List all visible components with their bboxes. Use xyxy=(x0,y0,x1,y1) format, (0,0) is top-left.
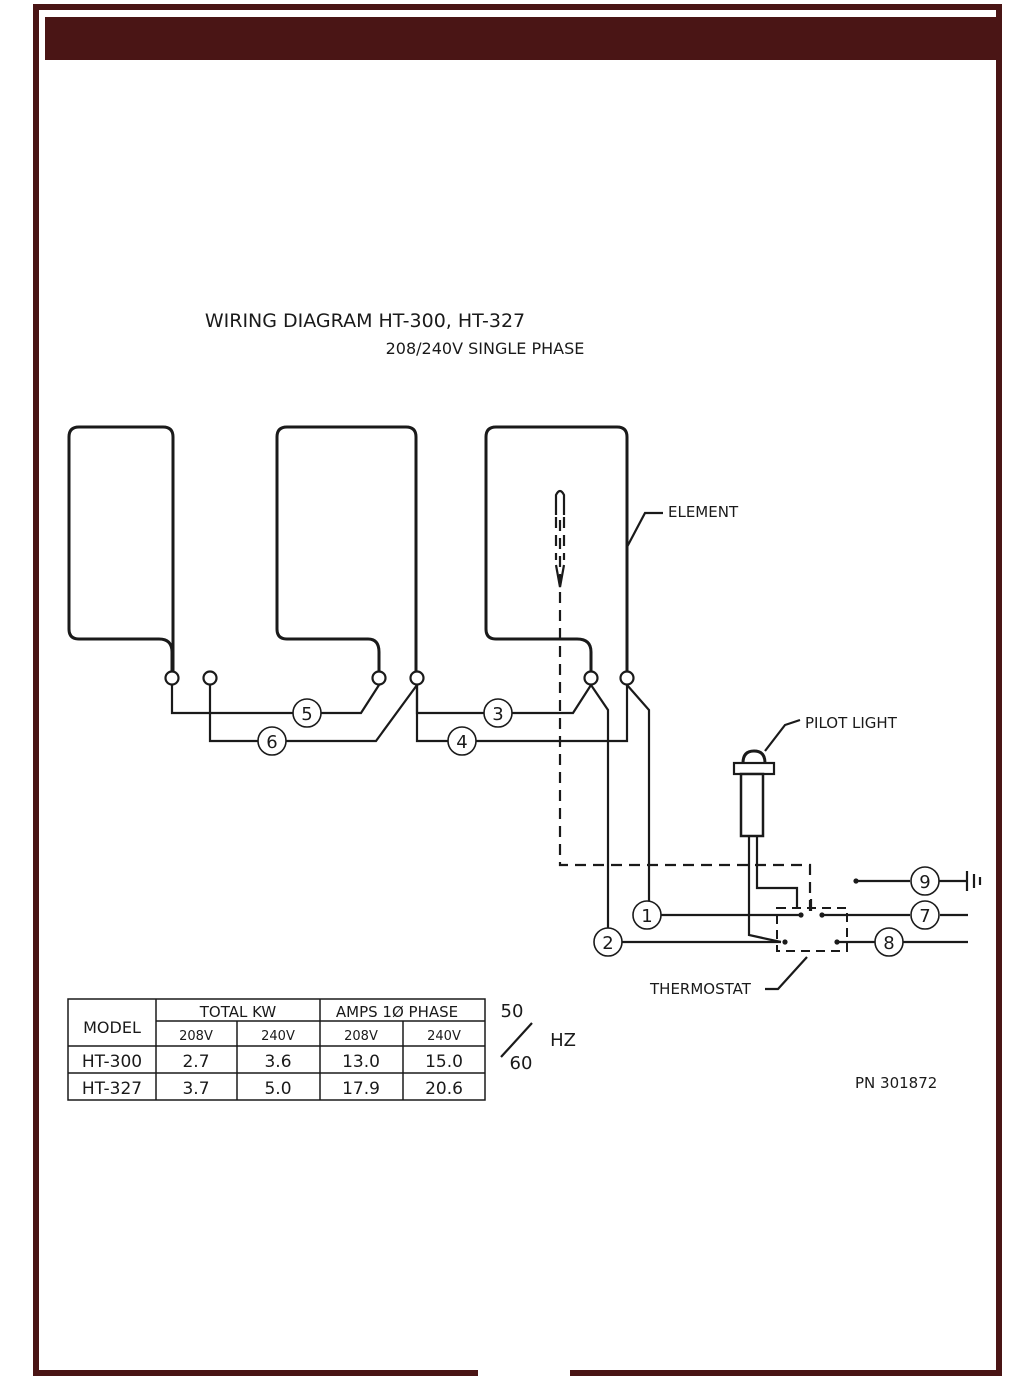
wire-number-7: 7 xyxy=(910,900,940,930)
label-thermostat: THERMOSTAT xyxy=(649,980,752,998)
element-3-terminal-b xyxy=(619,670,635,686)
wire-number-6: 6 xyxy=(257,726,287,756)
svg-text:2: 2 xyxy=(602,933,613,954)
pilot-lead-c xyxy=(747,915,782,944)
table-subheader: 208V xyxy=(344,1029,378,1044)
wire-number-5: 5 xyxy=(292,698,322,728)
frequency-unit: HZ xyxy=(550,1030,576,1051)
pilot-light-ring xyxy=(732,761,776,776)
thermostat-contact-1 xyxy=(798,912,804,918)
frame-gap xyxy=(478,1370,570,1384)
svg-text:9: 9 xyxy=(919,872,930,893)
pilot-light-icon xyxy=(741,749,767,764)
table-header-total-kw: TOTAL KW xyxy=(199,1003,277,1021)
element-1-terminal-a xyxy=(164,670,180,686)
wire-number-9: 9 xyxy=(910,866,940,896)
svg-text:7: 7 xyxy=(919,906,930,927)
wire-6 xyxy=(208,684,418,743)
table-cell: 5.0 xyxy=(264,1079,291,1099)
pilot-light-leader xyxy=(764,718,801,752)
wire-number-2: 2 xyxy=(593,927,623,957)
wire-number-3: 3 xyxy=(483,698,513,728)
frequency-slash xyxy=(500,1022,533,1058)
wire-number-4: 4 xyxy=(447,726,477,756)
element-3-terminal-a xyxy=(583,670,599,686)
ratings-table: MODEL TOTAL KW AMPS 1Ø PHASE 208V 240V 2… xyxy=(67,998,486,1101)
svg-text:4: 4 xyxy=(456,732,467,753)
wire-5 xyxy=(170,684,380,715)
capillary-tube xyxy=(558,520,812,911)
table-cell-model: HT-300 xyxy=(82,1052,142,1072)
pilot-light-body xyxy=(739,772,765,838)
label-pilot-light: PILOT LIGHT xyxy=(805,714,898,732)
table-cell: 13.0 xyxy=(342,1052,380,1072)
table-cell: 15.0 xyxy=(425,1052,463,1072)
table-subheader: 240V xyxy=(261,1029,295,1044)
thermostat-bulb-tip xyxy=(554,564,566,588)
thermostat-bulb xyxy=(554,489,566,515)
svg-text:5: 5 xyxy=(301,704,312,725)
table-cell: 3.6 xyxy=(264,1052,291,1072)
element-2-terminal-b xyxy=(409,670,425,686)
wire-2 xyxy=(590,684,781,944)
thermostat-contact-3 xyxy=(782,939,788,945)
wire-number-8: 8 xyxy=(874,927,904,957)
frequency-bottom: 60 xyxy=(510,1053,533,1074)
svg-text:6: 6 xyxy=(266,732,277,753)
wiring-diagram: WIRING DIAGRAM HT-300, HT-327 208/240V S… xyxy=(65,305,985,1105)
element-2-terminal-a xyxy=(371,670,387,686)
pilot-lead-b xyxy=(755,836,799,909)
label-element: ELEMENT xyxy=(668,503,739,521)
table-cell: 3.7 xyxy=(182,1079,209,1099)
svg-text:1: 1 xyxy=(641,906,652,927)
diagram-title: WIRING DIAGRAM HT-300, HT-327 xyxy=(205,310,525,332)
wire-4 xyxy=(415,685,629,743)
table-subheader: 240V xyxy=(427,1029,461,1044)
table-header-amps: AMPS 1Ø PHASE xyxy=(336,1003,458,1021)
table-cell: 2.7 xyxy=(182,1052,209,1072)
table-header-model: MODEL xyxy=(83,1018,141,1037)
thermostat-leader xyxy=(765,956,808,991)
frequency-top: 50 xyxy=(501,1001,524,1022)
element-leader xyxy=(626,511,663,548)
heating-element-3 xyxy=(484,425,629,679)
wire-1 xyxy=(626,684,800,917)
label-part-number: PN 301872 xyxy=(855,1074,937,1092)
wiring-diagram-svg: WIRING DIAGRAM HT-300, HT-327 208/240V S… xyxy=(67,310,982,1101)
table-cell: 17.9 xyxy=(342,1079,380,1099)
heating-element-2 xyxy=(275,425,418,679)
table-subheader: 208V xyxy=(179,1029,213,1044)
svg-text:8: 8 xyxy=(883,933,894,954)
wire-number-1: 1 xyxy=(632,900,662,930)
table-cell-model: HT-327 xyxy=(82,1079,142,1099)
table-cell: 20.6 xyxy=(425,1079,463,1099)
heating-element-1 xyxy=(67,425,175,679)
svg-text:3: 3 xyxy=(492,704,503,725)
element-1-terminal-b xyxy=(202,670,218,686)
header-band xyxy=(45,17,996,60)
diagram-subtitle: 208/240V SINGLE PHASE xyxy=(386,339,585,358)
